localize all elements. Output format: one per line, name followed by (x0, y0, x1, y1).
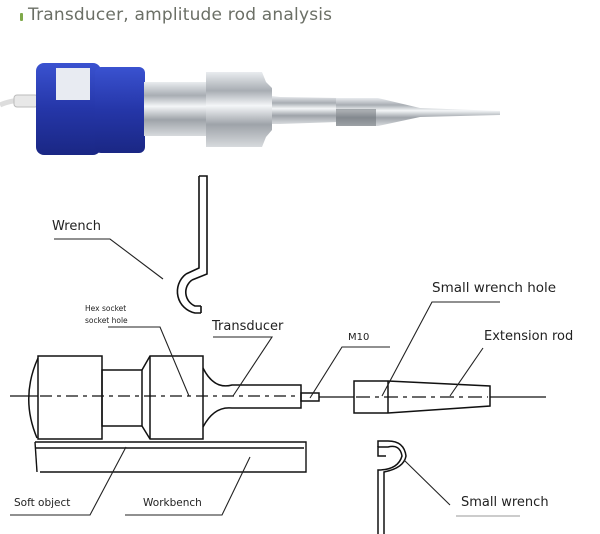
leader-hex-socket (108, 326, 190, 397)
housing-label-plate (56, 68, 90, 100)
leader-workbench (125, 456, 251, 516)
leader-extension-rod (449, 347, 484, 397)
flange (206, 72, 272, 147)
leader-soft-object (10, 446, 127, 516)
leader-wrench (54, 238, 164, 280)
leader-m10 (309, 346, 390, 399)
leader-transducer (213, 336, 274, 397)
page-title: Transducer, amplitude rod analysis (28, 5, 333, 25)
center-axis (10, 395, 546, 398)
transducer-drawing (28, 355, 491, 440)
label-m10: M10 (348, 332, 369, 343)
title-bullet (20, 13, 23, 21)
label-transducer: Transducer (211, 319, 284, 334)
label-hex-socket-2: socket hole (85, 316, 128, 325)
label-soft-object: Soft object (14, 497, 70, 509)
amplitude-rod (272, 96, 338, 124)
label-small-wrench: Small wrench (461, 495, 549, 510)
label-hex-socket-1: Hex socket (85, 304, 126, 313)
transducer-body (144, 82, 206, 136)
label-wrench: Wrench (52, 219, 101, 234)
horn-shadow (336, 109, 376, 126)
horn-tip (336, 98, 500, 126)
leader-small-wrench (403, 459, 451, 506)
blue-housing-front (95, 67, 145, 153)
label-extension-rod: Extension rod (484, 329, 573, 344)
transducer-photo (0, 63, 500, 155)
leader-lines (10, 238, 520, 517)
label-workbench: Workbench (143, 497, 202, 509)
cable-gland (13, 94, 39, 108)
workbench-drawing (34, 441, 307, 473)
wrench-drawing (176, 175, 208, 314)
leader-small-wrench-hole (381, 301, 500, 397)
small-wrench-drawing (377, 440, 407, 534)
label-small-wrench-hole: Small wrench hole (432, 280, 556, 296)
